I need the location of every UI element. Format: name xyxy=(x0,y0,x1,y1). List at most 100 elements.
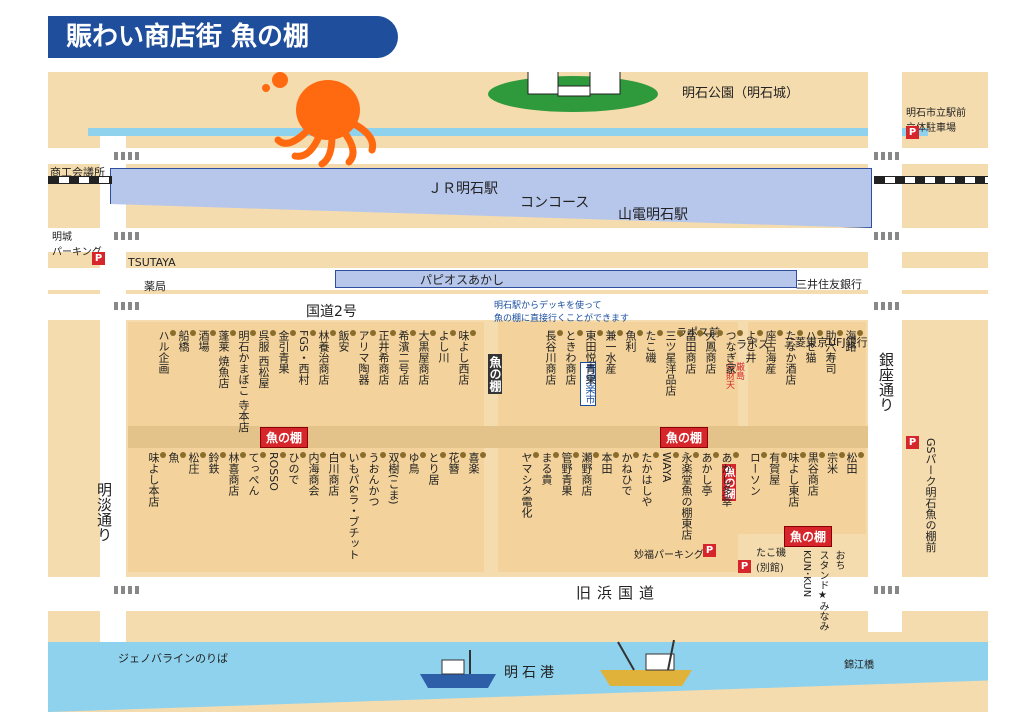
shop-label: ROSSO xyxy=(266,452,286,560)
area-map: ＪＲ明石駅 コンコース 山電明石駅 パピオスあかし 三井住友銀行 国道2号 明石… xyxy=(48,72,988,712)
shop-label: ひので xyxy=(286,452,306,560)
jenova-label: ジェノバラインのりば xyxy=(118,652,228,665)
uo-no-tana-sign: 魚の棚 xyxy=(660,427,709,448)
lower-west-shops: 喜楽 花簪 とり居 ゆ鳥 双樹(こま) うおんかつ いもパ&ラ・ブチット 白川商… xyxy=(136,452,486,560)
shop-label: 兼一水産 xyxy=(603,330,623,396)
shop-label: 海路 xyxy=(843,330,863,396)
shop-label: ゆ鳥 xyxy=(406,452,426,560)
shop-label: いもパ&ラ・ブチット xyxy=(346,452,366,560)
shop-label: ヤマシタ電化 xyxy=(519,452,539,540)
uo-no-tana-gate: 魚の棚 xyxy=(488,354,502,394)
crosswalk xyxy=(874,232,900,240)
route2-label: 国道2号 xyxy=(306,304,357,320)
kunkun-label: KUN･KUN xyxy=(801,550,812,598)
shop-label: うおんかつ xyxy=(366,452,386,560)
shop-label: 呉服 西松屋 xyxy=(256,330,276,433)
shop-label: 船橋 xyxy=(176,330,196,433)
rail-west xyxy=(48,176,112,184)
shop-label: 明石かまぼこ 寺本店 xyxy=(236,330,256,433)
route-2-road xyxy=(48,294,988,320)
shop-label: 畠田商店 xyxy=(683,330,703,396)
jr-station-label: ＪＲ明石駅 xyxy=(428,181,498,197)
shop-label: 本田 xyxy=(599,452,619,540)
parking-icon: P xyxy=(906,126,919,139)
shop-label: 大黒屋商店 xyxy=(416,330,436,433)
crosswalk xyxy=(874,302,900,310)
tsutaya-label: TSUTAYA xyxy=(128,256,176,269)
shop-label: たかはしや xyxy=(639,452,659,540)
kyuhama-road-label: 旧浜国道 xyxy=(576,584,661,602)
shop-label: FGS・西村 xyxy=(296,330,316,433)
concourse-label: コンコース xyxy=(520,195,590,211)
pharmacy-label: 薬局 xyxy=(144,280,166,293)
castle-icon xyxy=(488,72,658,112)
rail-east xyxy=(874,176,988,184)
shop-label: 花簪 xyxy=(446,452,466,560)
road-north xyxy=(48,148,988,164)
shop-label: 林養治商店 xyxy=(316,330,336,433)
shop-label: 希濱二号店 xyxy=(396,330,416,433)
lower-east-shops: 松田 宗米 黒谷商店 味よし東店 有賀屋 ローソン xyxy=(748,452,864,507)
nishiki-bridge-label: 錦江橋 xyxy=(844,660,874,671)
pavio-label: パピオスあかし xyxy=(420,273,505,287)
shop-label: 正井希商店 xyxy=(376,330,396,433)
crosswalk xyxy=(114,152,140,160)
upper-mid-shops: 海路 助六寿司 ハゼ猫 たなか酒店 座古海産 よこ井 つなぎ家 大鳳商店 畠田商… xyxy=(503,330,863,396)
shop-label: かねひで xyxy=(619,452,639,540)
crosswalk xyxy=(874,152,900,160)
stand-minami-label: スタンド★みなみ xyxy=(817,550,828,631)
pavio-building xyxy=(335,270,797,288)
port-label: 明石港 xyxy=(504,665,558,681)
shop-label: てっぺん xyxy=(246,452,266,560)
deck-note: 明石駅からデッキを使って 魚の棚に直接行くことができます xyxy=(494,301,630,324)
shop-label: 蓬莱 焼魚店 xyxy=(216,330,236,433)
shop-label: 瀬野商店 xyxy=(579,452,599,540)
shop-label: 双樹(こま) xyxy=(386,452,406,560)
shop-label: 魚 xyxy=(166,452,186,560)
ginza-street xyxy=(868,72,902,632)
shop-label: 管野青果 xyxy=(559,452,579,540)
shop-label: 永楽堂魚の棚東店 xyxy=(679,452,699,540)
myofuku-parking-label: 妙福パーキング xyxy=(634,550,704,561)
kyuhama-road xyxy=(48,577,988,611)
shop-label: つなぎ家 xyxy=(723,330,743,396)
shop-label: とり居 xyxy=(426,452,446,560)
shop-label: 酒場 xyxy=(196,330,216,433)
shop-label: たこ磯 xyxy=(643,330,663,396)
akashi-parking-label: 明城 パーキング xyxy=(52,232,102,258)
shop-label: 松田 xyxy=(845,452,864,507)
station-building xyxy=(110,168,872,228)
shop-label: 有賀屋 xyxy=(767,452,786,507)
shop-label: あかし多幸 xyxy=(719,452,739,540)
boat-icon xyxy=(420,650,496,688)
shop-label: よこ井 xyxy=(743,330,763,396)
shop-label: 黒谷商店 xyxy=(806,452,825,507)
shop-label: アリマ陶器 xyxy=(356,330,376,433)
shop-label: 金引青果 xyxy=(276,330,296,433)
takoiso-betsukan-label: たこ磯 (別館) xyxy=(756,548,786,574)
shop-label: ハゼ猫 xyxy=(803,330,823,396)
shop-label: 宗米 xyxy=(825,452,844,507)
uo-no-tana-sign: 魚の棚 xyxy=(784,526,833,547)
shop-label: よし川 xyxy=(436,330,456,433)
road-station-south xyxy=(48,228,988,252)
park-label: 明石公園（明石城） xyxy=(682,86,800,101)
page-title: 賑わい商店街 魚の棚 xyxy=(48,16,398,58)
shop-label: 味よし東店 xyxy=(787,452,806,507)
ginza-street-label: 銀座通り xyxy=(877,352,895,412)
shop-label: 助六寿司 xyxy=(823,330,843,396)
mitsui-bank-label: 三井住友銀行 xyxy=(796,278,862,291)
octopus-icon xyxy=(262,72,377,168)
shop-label: 白川商店 xyxy=(326,452,346,560)
parking-icon: P xyxy=(92,252,105,265)
shop-label: 味よし西店 xyxy=(456,330,476,433)
shop-label: 三ツ星洋品店 xyxy=(663,330,683,396)
meitan-street-label: 明淡通り xyxy=(95,482,113,542)
shop-label: WAYA xyxy=(659,452,679,540)
gs-parking-label: GSパーク明石魚の棚前 xyxy=(924,438,937,553)
crosswalk xyxy=(114,302,140,310)
shop-label: 飯安 xyxy=(336,330,356,433)
shop-label: 鈴鉄 xyxy=(206,452,226,560)
shop-label: 大鳳商店 xyxy=(703,330,723,396)
pier-parking-label: 明石市立駅前 立体駐車場 xyxy=(906,108,966,134)
